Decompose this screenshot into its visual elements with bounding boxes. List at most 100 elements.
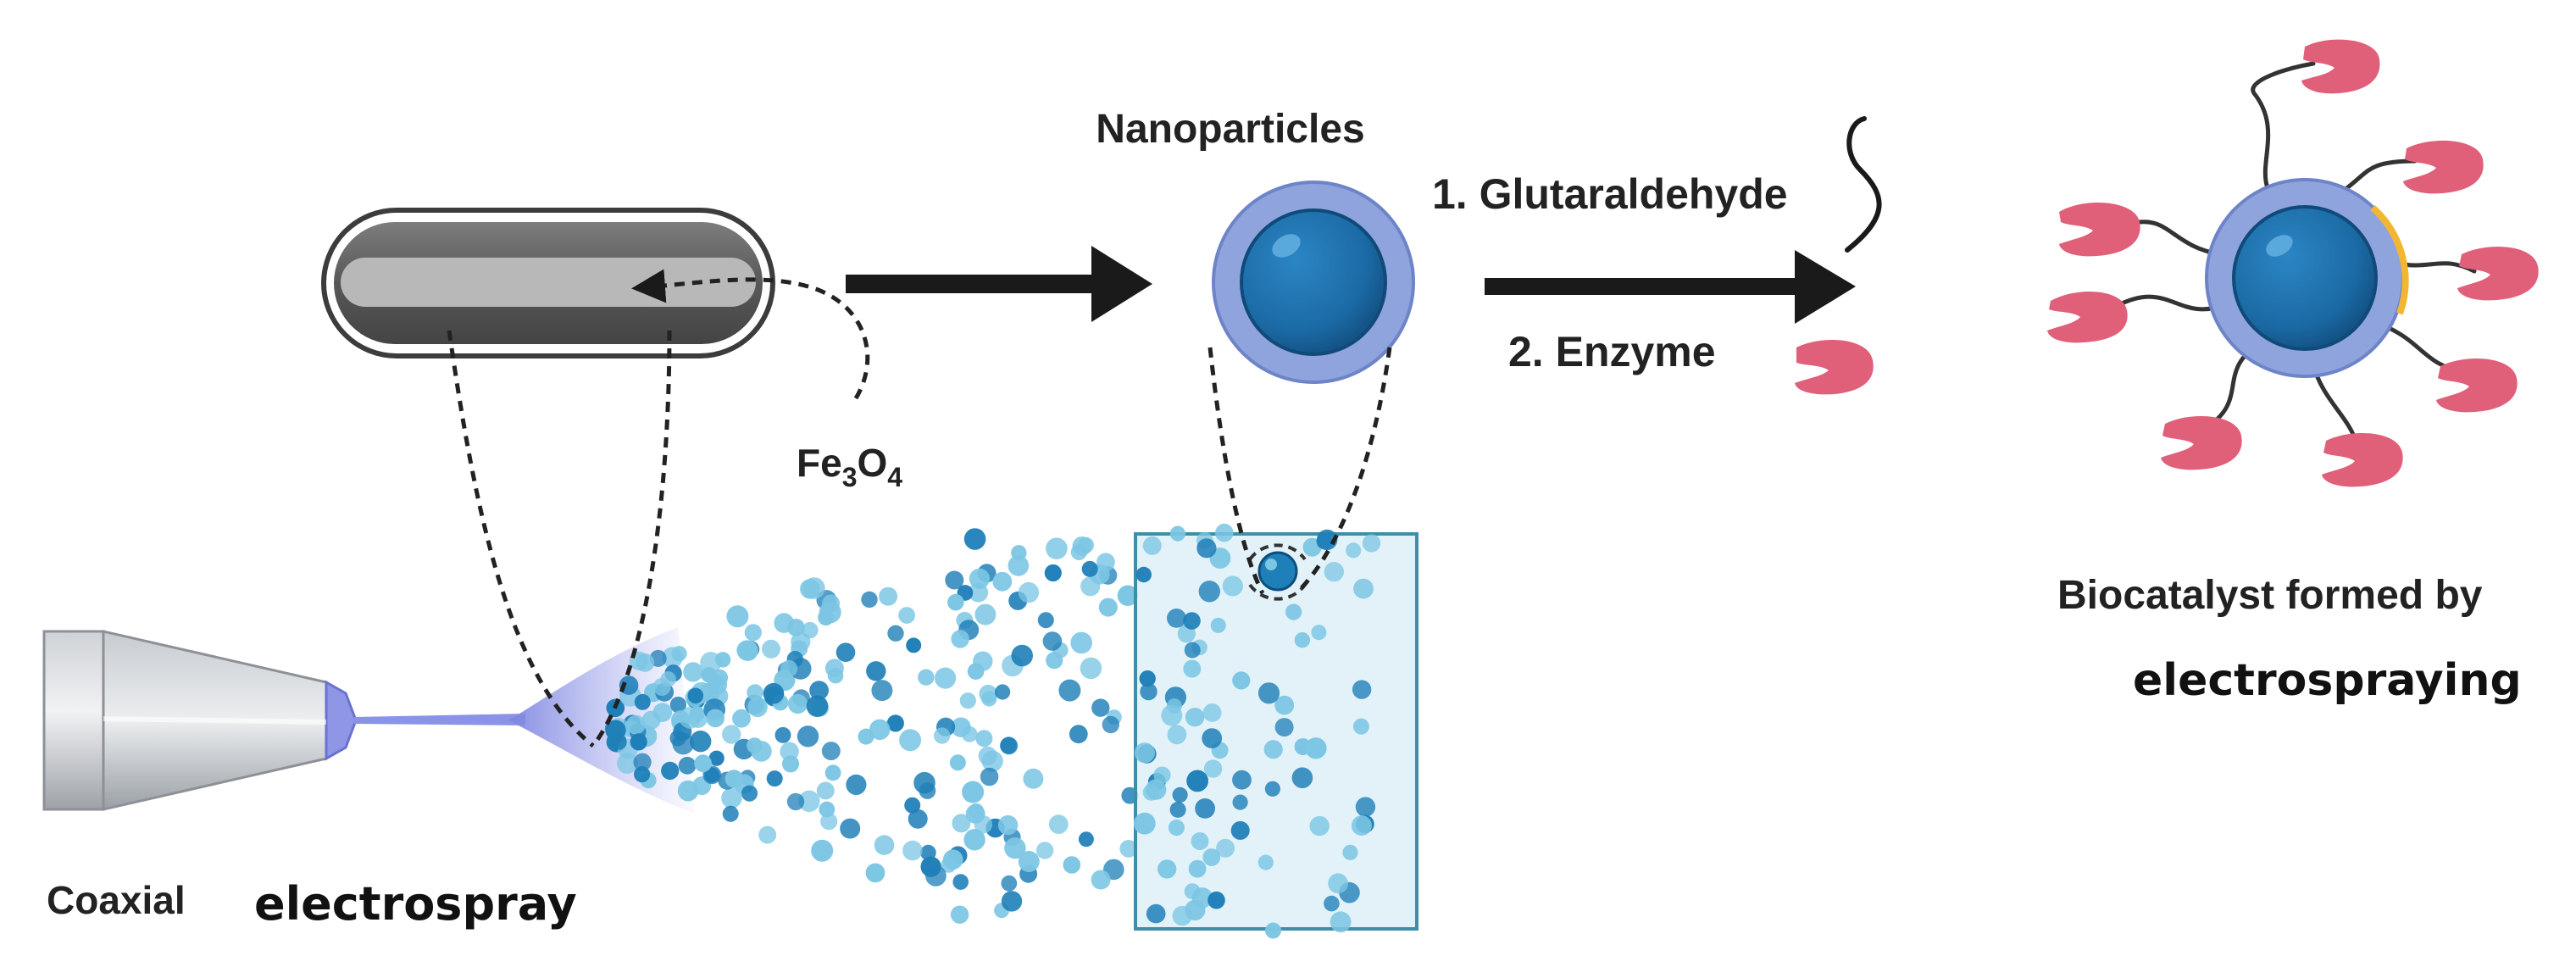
spray-droplet [1042,631,1063,651]
spray-droplet [741,785,758,802]
spray-droplet [1232,794,1248,810]
spray-droplet [1183,659,1202,678]
spray-droplet [1133,812,1156,835]
spray-droplet [1264,781,1280,797]
spray-droplet [634,693,651,710]
spray-droplet [920,856,941,877]
spray-droplet [724,770,743,788]
spray-droplet [1001,891,1023,912]
spray-droplet [641,710,661,730]
spray-droplet [690,731,712,753]
spray-droplet [963,829,985,851]
spray-droplet [947,593,964,611]
spray-droplet [1018,851,1040,872]
spray-droplet [1167,609,1186,628]
spray-droplet [1230,820,1250,840]
spray-droplet [1222,575,1243,597]
core-shell-nanoparticle-icon [1212,181,1415,384]
spray-droplet [802,621,819,639]
spray-droplet [969,568,990,589]
spray-droplet [1184,642,1201,659]
spray-droplet [677,780,699,802]
spray-droplet [1257,682,1280,704]
bound-enzymes [2047,39,2539,487]
enzyme-label: 2. Enzyme [1508,328,1716,375]
spray-droplet [1070,631,1092,654]
spray-droplet [1044,564,1062,582]
spray-droplet [625,714,646,735]
spray-droplet [1169,525,1185,542]
spray-droplet [1274,695,1295,715]
spray-droplet [1195,798,1215,819]
spray-droplet [1072,536,1092,556]
spray-droplet [732,709,751,728]
spray-droplet [1158,859,1177,879]
spray-droplet [747,697,768,718]
spray-droplet [935,667,957,689]
spray-droplet [980,767,999,786]
spray-droplet [1135,566,1152,583]
spray-droplet [1232,671,1251,690]
spray-droplet [1035,842,1054,859]
spray-droplet [1183,612,1201,630]
spray-droplet [726,605,749,628]
fe3o4-label: Fe3O4 [797,441,902,492]
spray-droplet [1037,612,1054,629]
spray-droplet [1191,832,1209,850]
spray-droplet [1011,644,1033,667]
spray-droplet [1196,538,1217,559]
spray-droplet [1311,625,1327,641]
core-shell-fiber-icon [321,208,775,358]
spray-droplet [974,603,997,625]
spray-droplet [714,652,731,668]
spray-droplet [919,782,936,799]
spray-droplet [1058,679,1081,702]
spray-droplet [981,691,997,707]
spray-droplet [1091,870,1111,890]
spray-droplet [683,662,703,682]
spray-droplet [950,905,969,924]
spray-droplet [1342,844,1358,860]
spray-droplet [949,754,966,771]
spray-droplet [1023,768,1044,789]
collected-particle-highlight [1248,543,1307,601]
coaxial-label: Coaxial [47,878,186,922]
spray-droplet [1011,545,1027,561]
spray-droplet [809,681,829,700]
spray-droplet [1208,891,1225,909]
spray-droplet [1146,903,1166,924]
spray-droplet [1063,856,1081,874]
spray-droplet [1004,837,1026,859]
spray-droplet [669,697,687,714]
spray-droplet [1078,831,1094,848]
spray-droplet [861,591,878,609]
spray-droplet [1046,537,1068,559]
spray-droplet [1351,815,1372,836]
spray-droplet [952,874,969,890]
spray-droplet [1330,911,1352,933]
spray-droplet [806,695,829,717]
spray-droplet [661,761,680,781]
spray-droplet [869,719,891,740]
electrospray-label: electrospray [254,877,577,931]
spray-droplet [1305,737,1327,759]
spray-droplet [1119,840,1138,858]
spray-droplet [879,586,898,606]
spray-droplet [1168,820,1185,836]
nanoparticles-label: Nanoparticles [1096,107,1364,152]
spray-droplet [1185,899,1206,921]
spray-droplet [1166,698,1182,714]
spray-droplet [886,714,904,732]
spray-droplet [803,577,825,599]
spray-droplet [1167,725,1187,745]
spray-droplet [1285,603,1302,620]
spray-droplet [1324,895,1340,912]
spray-droplet [992,571,1013,592]
spray-droplet [721,787,742,809]
enzyme-icon [1795,340,1874,395]
spray-droplet [1018,581,1040,603]
spray-droplet [1102,715,1120,734]
spray-droplet [1048,814,1069,834]
spray-droplet [840,818,861,839]
